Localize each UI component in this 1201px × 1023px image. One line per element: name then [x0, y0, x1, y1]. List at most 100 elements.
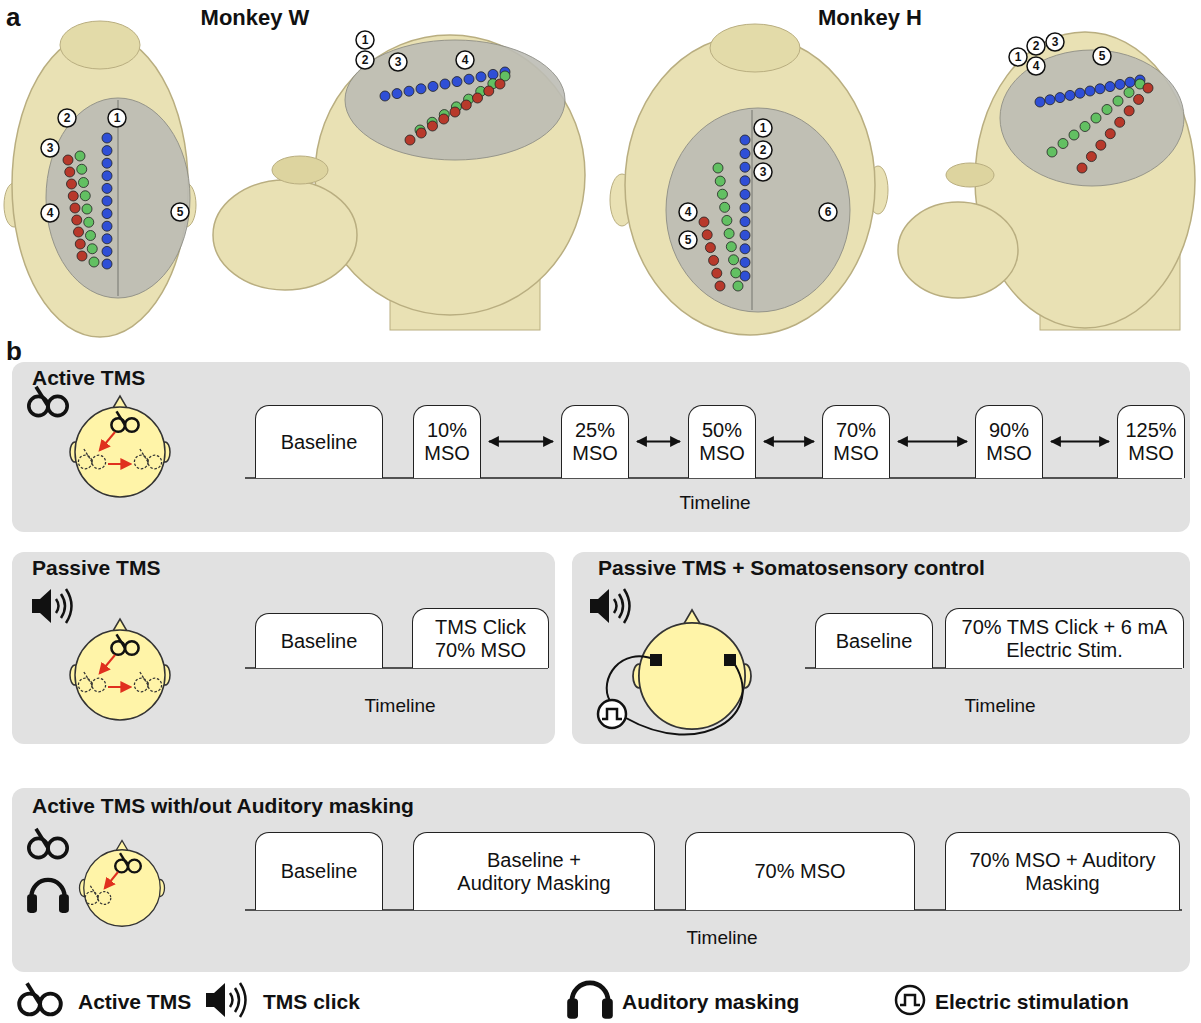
axis-label: Timeline: [364, 695, 435, 717]
callout-circle: [1027, 57, 1045, 75]
coil-dot: [102, 196, 112, 206]
coil-dot: [495, 79, 505, 89]
callout-circle: [1027, 37, 1045, 55]
callout-number: 3: [760, 165, 767, 179]
coil-dot: [1105, 82, 1115, 92]
timeline-block: 70% MSO + Auditory Masking: [945, 832, 1180, 910]
coil-dot: [715, 176, 725, 186]
coil-dot: [717, 189, 727, 199]
coil-dot: [731, 268, 741, 278]
block-label: 50% MSO: [695, 419, 749, 465]
coil-dot: [86, 231, 96, 241]
coil-dot: [82, 204, 92, 214]
monkey-w-top-view: [4, 21, 196, 337]
timeline-block: Baseline: [815, 613, 933, 668]
axis-label: Timeline: [964, 695, 1035, 717]
timeline-block: Baseline: [255, 613, 383, 668]
coil-dot: [1045, 95, 1055, 105]
coil-dot: [102, 158, 112, 168]
coil-dot: [77, 164, 87, 174]
coil-dot: [450, 107, 460, 117]
coil-dot: [726, 242, 736, 252]
block-label: 70% MSO: [754, 860, 845, 883]
block-label: Baseline + Auditory Masking: [451, 849, 617, 895]
coil-dot: [80, 191, 90, 201]
block-label: 10% MSO: [420, 419, 474, 465]
coil-dot: [1075, 88, 1085, 98]
coil-position-dots: [63, 67, 1153, 291]
coil-dot: [1077, 163, 1087, 173]
coil-dot: [1134, 94, 1144, 104]
callout-number: 4: [462, 53, 469, 67]
callout-number: 4: [685, 205, 692, 219]
coil-dot: [484, 86, 494, 96]
coil-dot: [1055, 93, 1065, 103]
panel-letter: b: [6, 336, 22, 367]
coil-dot: [102, 133, 112, 143]
timeline-block: TMS Click 70% MSO: [412, 608, 549, 668]
coil-dot: [1115, 117, 1125, 127]
condition-panel: Passive TMSBaselineTMS Click 70% MSO: [12, 552, 555, 744]
coil-dot: [70, 203, 80, 213]
coil-dot: [65, 167, 75, 177]
block-label: Baseline: [836, 630, 913, 653]
timeline-block: Baseline: [255, 832, 383, 910]
coil-dot: [740, 162, 750, 172]
monkey-h-top-view: [610, 24, 888, 335]
coil-dot: [722, 215, 732, 225]
panel-illustrations: [19, 387, 1182, 1019]
coil-dot: [709, 255, 719, 265]
callout-number: 2: [1033, 39, 1040, 53]
block-label: Baseline: [281, 860, 358, 883]
coil-dot: [464, 74, 474, 84]
coil-dot: [733, 281, 743, 291]
coil-dot: [740, 244, 750, 254]
coil-dot: [84, 217, 94, 227]
block-label: 70% TMS Click + 6 mA Electric Stim.: [952, 616, 1177, 662]
callout-circle: [41, 204, 59, 222]
monkey-name: Monkey H: [818, 5, 922, 31]
coil-dot: [75, 151, 85, 161]
condition-panel: Active TMSBaseline10% MSO25% MSO50% MSO7…: [12, 362, 1190, 532]
panel-letter: a: [6, 2, 20, 33]
callout-circle: [1009, 48, 1027, 66]
coil-dot: [740, 135, 750, 145]
coil-dot: [63, 155, 73, 165]
double-arrow: [1051, 440, 1109, 442]
coil-dot: [428, 121, 438, 131]
timeline-block: 90% MSO: [975, 405, 1043, 478]
coil-dot: [405, 135, 415, 145]
timeline-block: Baseline + Auditory Masking: [413, 832, 655, 910]
coil-dot: [705, 243, 715, 253]
timeline-block: 70% TMS Click + 6 mA Electric Stim.: [945, 608, 1184, 668]
timeline-block: 70% MSO: [822, 405, 890, 478]
callout-circle: [58, 109, 76, 127]
panel-ground: [12, 552, 555, 744]
callout-circle: [356, 51, 374, 69]
legend-label: Electric stimulation: [935, 990, 1129, 1014]
condition-panel: Active TMS with/out Auditory maskingBase…: [12, 788, 1190, 972]
coil-dot: [1091, 113, 1101, 123]
coil-dot: [1113, 96, 1123, 106]
callout-number: 3: [395, 55, 402, 69]
callout-circle: [1046, 33, 1064, 51]
callout-number: 3: [47, 141, 54, 155]
callout-circle: [108, 109, 126, 127]
double-arrow: [489, 440, 553, 442]
coil-dot: [740, 203, 750, 213]
coil-dot: [1102, 105, 1112, 115]
coil-dot: [87, 244, 97, 254]
panel-ground: [572, 552, 1190, 744]
coil-dot: [380, 91, 390, 101]
coil-dot: [740, 271, 750, 281]
coil-dot: [740, 230, 750, 240]
callout-circles: [41, 31, 1111, 249]
condition-panel: Passive TMS + Somatosensory controlBasel…: [572, 552, 1190, 744]
callout-circle: [819, 203, 837, 221]
callout-circle: [679, 203, 697, 221]
coil-dot: [72, 215, 82, 225]
coil-dot: [720, 202, 730, 212]
legend-label: Auditory masking: [622, 990, 799, 1014]
